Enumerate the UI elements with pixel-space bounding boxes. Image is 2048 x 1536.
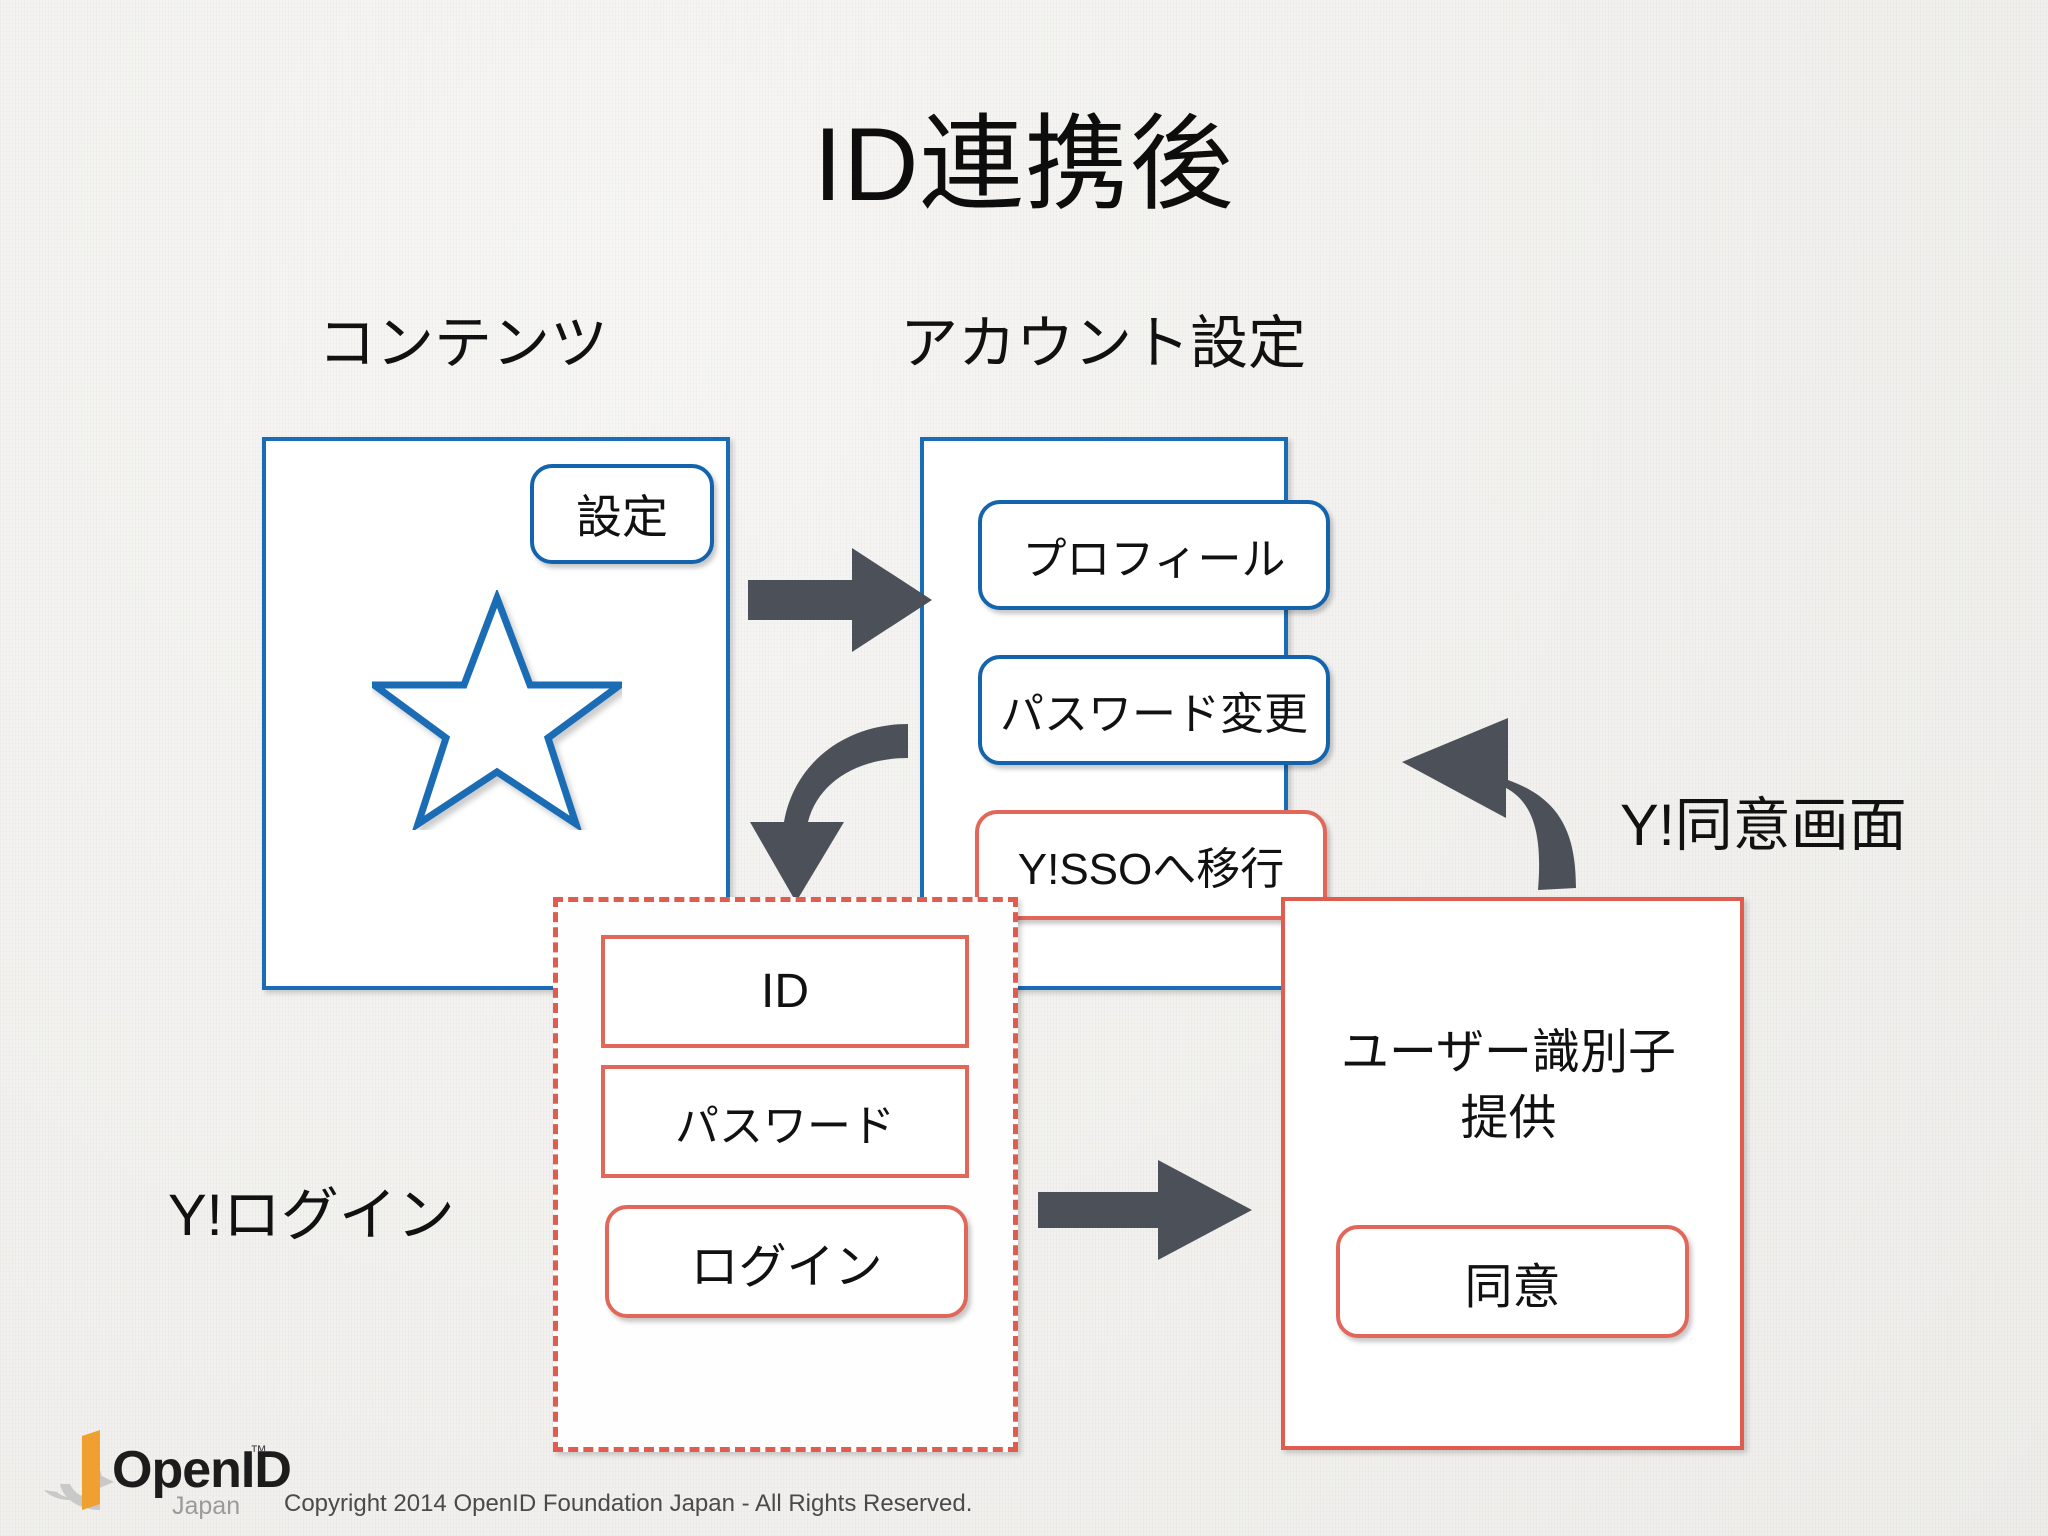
- id-input-label: ID: [761, 965, 809, 1018]
- consent-line-1: ユーザー識別子: [1340, 1026, 1677, 1079]
- password-input[interactable]: パスワード: [601, 1065, 969, 1178]
- label-yahoo-consent-screen: Y!同意画面: [1620, 793, 1907, 858]
- caption-account-settings: アカウント設定: [900, 311, 1307, 376]
- migrate-to-yahoo-sso-button[interactable]: Y!SSOへ移行: [975, 810, 1327, 920]
- footer: OpenID ™ Japan Copyright 2014 OpenID Fou…: [40, 1428, 972, 1524]
- openid-mark-icon: [44, 1430, 114, 1511]
- agree-button[interactable]: 同意: [1336, 1225, 1689, 1338]
- trademark-symbol: ™: [250, 1442, 267, 1461]
- change-password-button[interactable]: パスワード変更: [978, 655, 1330, 765]
- label-yahoo-login: Y!ログイン: [168, 1183, 455, 1248]
- consent-description: ユーザー識別子 提供: [1281, 1020, 1736, 1152]
- consent-line-2: 提供: [1460, 1092, 1557, 1146]
- arrow-curve-up-left-from-consent-icon: [1402, 718, 1576, 890]
- yahoo-consent-panel: [1281, 897, 1744, 1450]
- agree-button-label: 同意: [1464, 1260, 1561, 1314]
- arrow-right-to-account-icon: [748, 548, 932, 652]
- settings-button[interactable]: 設定: [530, 464, 714, 564]
- change-password-button-label: パスワード変更: [1000, 690, 1308, 739]
- openid-logo: OpenID ™ Japan: [40, 1428, 292, 1524]
- star-icon: [372, 590, 622, 830]
- caption-contents: コンテンツ: [318, 311, 609, 376]
- arrow-right-to-consent-icon: [1038, 1160, 1252, 1260]
- profile-button-label: プロフィール: [1022, 535, 1286, 584]
- copyright-text: Copyright 2014 OpenID Foundation Japan -…: [284, 1490, 973, 1517]
- settings-button-label: 設定: [576, 491, 668, 543]
- profile-button[interactable]: プロフィール: [978, 500, 1330, 610]
- migrate-to-yahoo-sso-button-label: Y!SSOへ移行: [1017, 845, 1285, 894]
- login-button-label: ログイン: [690, 1240, 883, 1294]
- page-title: ID連携後: [813, 107, 1235, 223]
- login-button[interactable]: ログイン: [605, 1205, 968, 1318]
- arrow-curve-down-to-login-icon: [750, 724, 908, 902]
- password-input-label: パスワード: [675, 1101, 895, 1151]
- openid-wordmark: OpenID: [112, 1441, 292, 1499]
- openid-japan-label: Japan: [172, 1492, 241, 1520]
- id-input[interactable]: ID: [601, 935, 969, 1048]
